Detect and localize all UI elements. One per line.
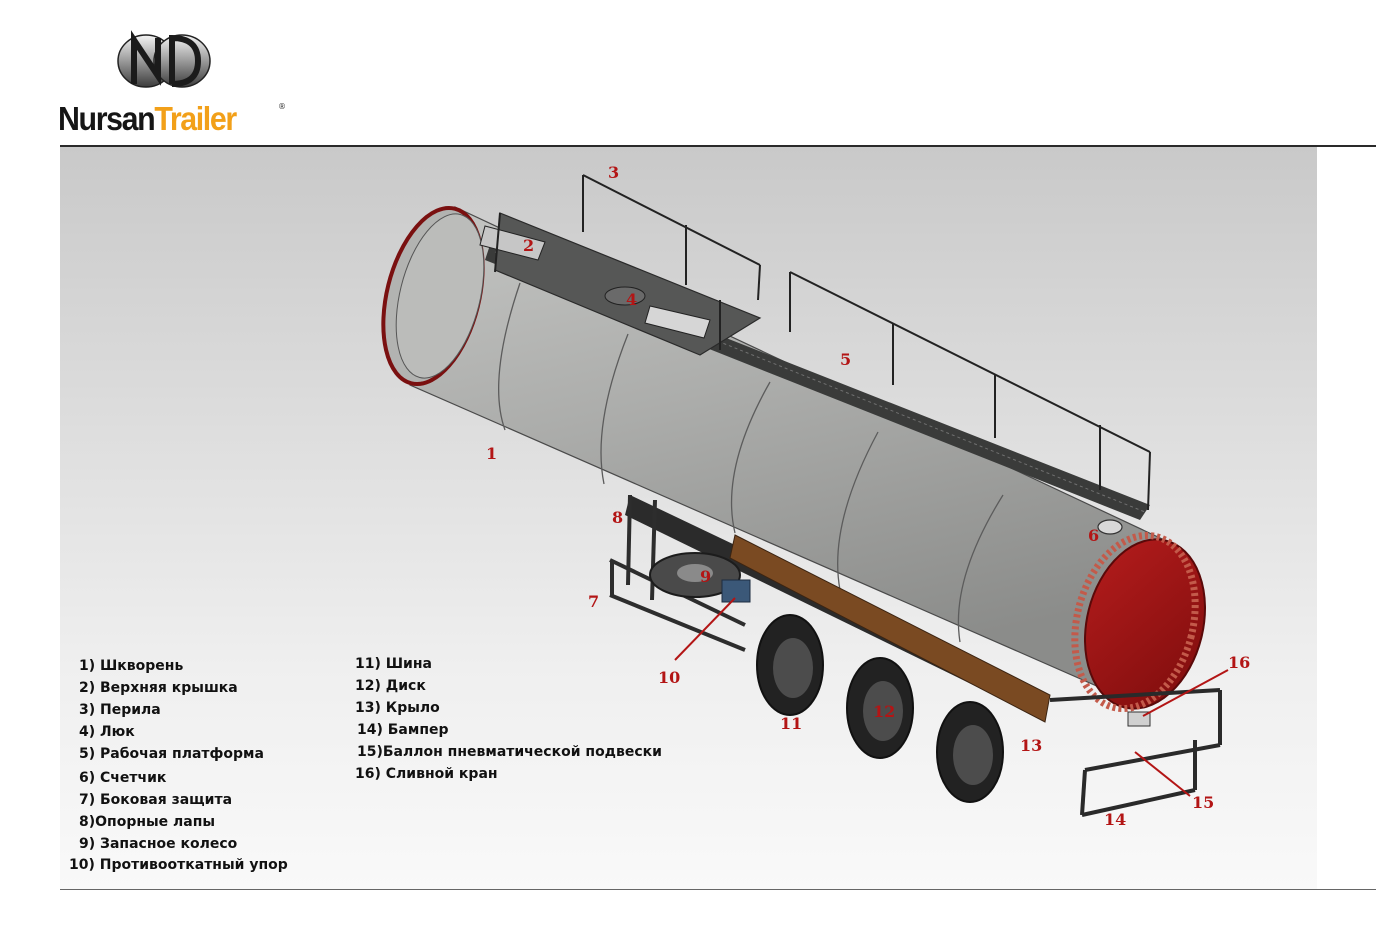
- legend-item-16: 16) Сливной кран: [355, 766, 498, 782]
- header-rule: [60, 145, 1376, 147]
- top-lid: [479, 225, 546, 261]
- legend-item-14: 14) Бампер: [357, 722, 449, 738]
- meter-dome: [1097, 519, 1123, 535]
- side-skirt: [729, 534, 1051, 723]
- legend-item-3: 3) Перила: [79, 702, 161, 718]
- callout-15: 15: [1192, 793, 1215, 812]
- callout-6: 6: [1088, 526, 1100, 545]
- callout-9: 9: [700, 567, 712, 586]
- callout-10: 10: [658, 668, 681, 687]
- nursan-emblem-icon: [117, 30, 211, 88]
- footer-rule: [60, 889, 1376, 890]
- brand-name-part2: Trailer: [154, 100, 237, 137]
- tank-seams: [498, 282, 1004, 643]
- callout-7: 7: [588, 592, 600, 611]
- brand-name-part1: Nursan: [58, 100, 156, 137]
- wheels: [756, 614, 1004, 803]
- legend-item-1: 1) Шкворень: [79, 658, 184, 674]
- callout-5: 5: [840, 350, 852, 369]
- legend-item-7: 7) Боковая защита: [79, 792, 233, 808]
- legend-item-2: 2) Верхняя крышка: [79, 680, 238, 696]
- legend-item-12: 12) Диск: [355, 678, 426, 694]
- wheel-chock: [721, 579, 751, 603]
- callout-1: 1: [486, 444, 498, 463]
- legend-item-4: 4) Люк: [79, 724, 135, 740]
- callout-12: 12: [873, 702, 896, 721]
- legend-item-9: 9) Запасное колесо: [79, 836, 238, 852]
- legend-item-10: 10) Противооткатный упор: [69, 857, 288, 873]
- railings: [494, 174, 1151, 511]
- leader-lines: [674, 597, 1229, 797]
- nursan-trailer-logo: NursanTrailer ®: [58, 30, 298, 140]
- callout-8: 8: [612, 508, 624, 527]
- legend-item-5: 5) Рабочая платформа: [79, 746, 264, 762]
- registered-mark: ®: [278, 102, 286, 111]
- callout-13: 13: [1020, 736, 1043, 755]
- legend-item-8: 8)Опорные лапы: [79, 814, 216, 830]
- callout-3: 3: [608, 163, 620, 182]
- legend-item-6: 6) Счетчик: [79, 770, 167, 786]
- callout-14: 14: [1104, 810, 1127, 829]
- hatch: [644, 305, 711, 339]
- callout-2: 2: [523, 236, 535, 255]
- tank-rear-end: [1084, 538, 1206, 710]
- legend-item-11: 11) Шина: [355, 656, 432, 672]
- legend-item-15: 15)Баллон пневматической подвески: [357, 744, 662, 760]
- brand-wordmark: NursanTrailer: [58, 100, 237, 137]
- rear-bumper: [1049, 688, 1222, 817]
- callout-11: 11: [780, 714, 803, 733]
- legend-item-13: 13) Крыло: [355, 700, 440, 716]
- callout-4: 4: [626, 290, 638, 309]
- callout-16: 16: [1228, 653, 1251, 672]
